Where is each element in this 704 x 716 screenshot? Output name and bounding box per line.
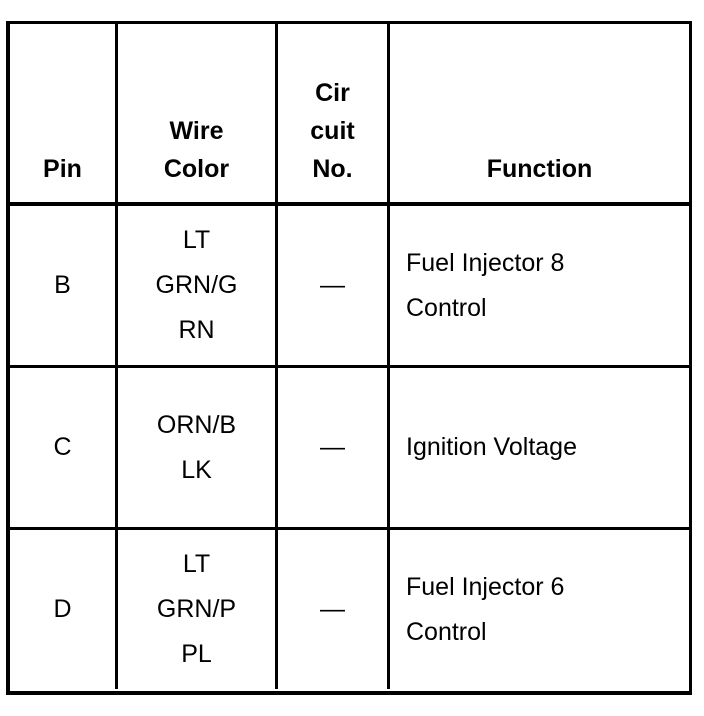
wire-color-cell: LT GRN/P PL bbox=[118, 530, 278, 689]
function-cell: Fuel Injector 8 Control bbox=[390, 206, 689, 368]
header-function: Function bbox=[390, 24, 689, 206]
header-pin: Pin bbox=[10, 24, 118, 206]
pin-cell: B bbox=[10, 206, 118, 368]
pin-cell: D bbox=[10, 530, 118, 689]
wire-color-cell: ORN/B LK bbox=[118, 368, 278, 530]
header-wire-color: Wire Color bbox=[118, 24, 278, 206]
circuit-no-cell: — bbox=[278, 368, 390, 530]
header-circuit-no: Cir cuit No. bbox=[278, 24, 390, 206]
connector-pinout-table: Pin Wire Color Cir cuit No. Function B L… bbox=[6, 21, 692, 695]
function-cell: Fuel Injector 6 Control bbox=[406, 572, 565, 646]
function-cell: Ignition Voltage bbox=[390, 368, 689, 530]
circuit-no-cell: — bbox=[278, 206, 390, 368]
circuit-no-cell: — bbox=[278, 530, 390, 689]
pin-cell: C bbox=[10, 368, 118, 530]
wire-color-cell: LT GRN/G RN bbox=[118, 206, 278, 368]
